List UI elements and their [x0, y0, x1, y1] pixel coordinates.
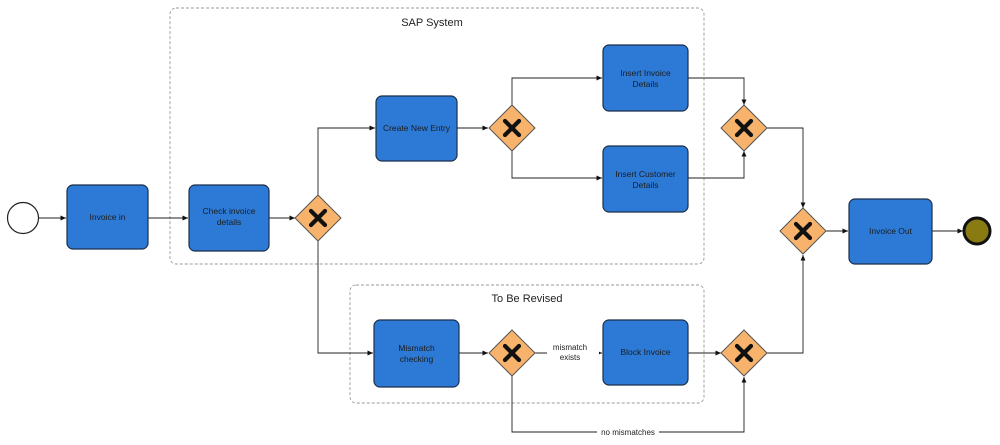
- flow-insert-invoice-to-merge[interactable]: [688, 77, 747, 105]
- flow-insert-customer-to-merge[interactable]: [688, 151, 747, 179]
- exclusive-x-icon: [502, 118, 522, 138]
- edge-label-no-mismatches-text: no mismatches: [601, 428, 655, 437]
- task-label-mismatch-line2: checking: [400, 354, 434, 364]
- start-event[interactable]: [6, 201, 40, 235]
- task-label-insert-customer-line1: Insert Customer: [615, 169, 676, 179]
- gateway-merge-sap[interactable]: [720, 104, 768, 152]
- gateway-split-sap[interactable]: [488, 104, 536, 152]
- task-label-check-line1: Check invoice: [203, 206, 256, 216]
- edge-label-mismatch-line1: mismatch: [553, 343, 587, 352]
- task-mismatch-checking[interactable]: Mismatch checking: [373, 319, 460, 388]
- task-block-invoice[interactable]: Block Invoice: [602, 319, 689, 386]
- task-invoice-out[interactable]: Invoice Out: [848, 198, 933, 265]
- task-label-insert-invoice-line1: Insert Invoice: [620, 68, 671, 78]
- group-to-be-revised: To Be Revised: [349, 284, 705, 404]
- task-insert-customer-details[interactable]: Insert Customer Details: [602, 145, 689, 213]
- edge-label-no-mismatches: no mismatches: [597, 426, 659, 438]
- flow-gateway-to-create-entry[interactable]: [317, 125, 375, 195]
- exclusive-x-icon: [502, 343, 522, 363]
- edge-label-mismatch-exists: mismatch exists: [547, 340, 599, 364]
- task-label-mismatch-line1: Mismatch: [398, 343, 435, 353]
- flow-gateway-to-insert-invoice[interactable]: [511, 75, 602, 105]
- group-title-sap-system: SAP System: [401, 17, 463, 29]
- sequence-flows: [39, 75, 963, 433]
- task-label-insert-customer-line2: Details: [633, 180, 659, 190]
- exclusive-x-icon: [734, 343, 754, 363]
- exclusive-x-icon: [793, 221, 813, 241]
- task-label-create-new-entry: Create New Entry: [383, 123, 451, 133]
- group-title-to-be-revised: To Be Revised: [492, 293, 563, 305]
- exclusive-x-icon: [734, 118, 754, 138]
- task-insert-invoice-details[interactable]: Insert Invoice Details: [602, 44, 689, 112]
- flow-gateway-to-mismatch[interactable]: [317, 241, 373, 356]
- task-check-invoice-details[interactable]: Check invoice details: [188, 184, 270, 252]
- task-label-invoice-in: Invoice in: [90, 212, 126, 222]
- task-create-new-entry[interactable]: Create New Entry: [375, 95, 458, 162]
- flow-revised-to-final-gateway[interactable]: [767, 255, 806, 354]
- task-label-block-invoice: Block Invoice: [620, 347, 670, 357]
- task-label-insert-invoice-line2: Details: [633, 79, 659, 89]
- end-event[interactable]: [962, 216, 992, 246]
- gateway-after-check[interactable]: [294, 194, 342, 242]
- task-label-invoice-out: Invoice Out: [869, 226, 913, 236]
- edge-label-mismatch-line2: exists: [560, 353, 580, 362]
- exclusive-x-icon: [308, 208, 328, 228]
- gateway-final-merge[interactable]: [779, 207, 827, 255]
- group-sap-system: SAP System: [169, 7, 705, 265]
- gateway-mismatch-decision[interactable]: [488, 329, 536, 377]
- task-label-check-line2: details: [217, 217, 242, 227]
- task-invoice-in[interactable]: Invoice in: [66, 184, 149, 250]
- flow-merge-to-final-gateway[interactable]: [767, 127, 806, 208]
- gateway-merge-revised[interactable]: [720, 329, 768, 377]
- flow-gateway-to-insert-customer[interactable]: [511, 151, 602, 181]
